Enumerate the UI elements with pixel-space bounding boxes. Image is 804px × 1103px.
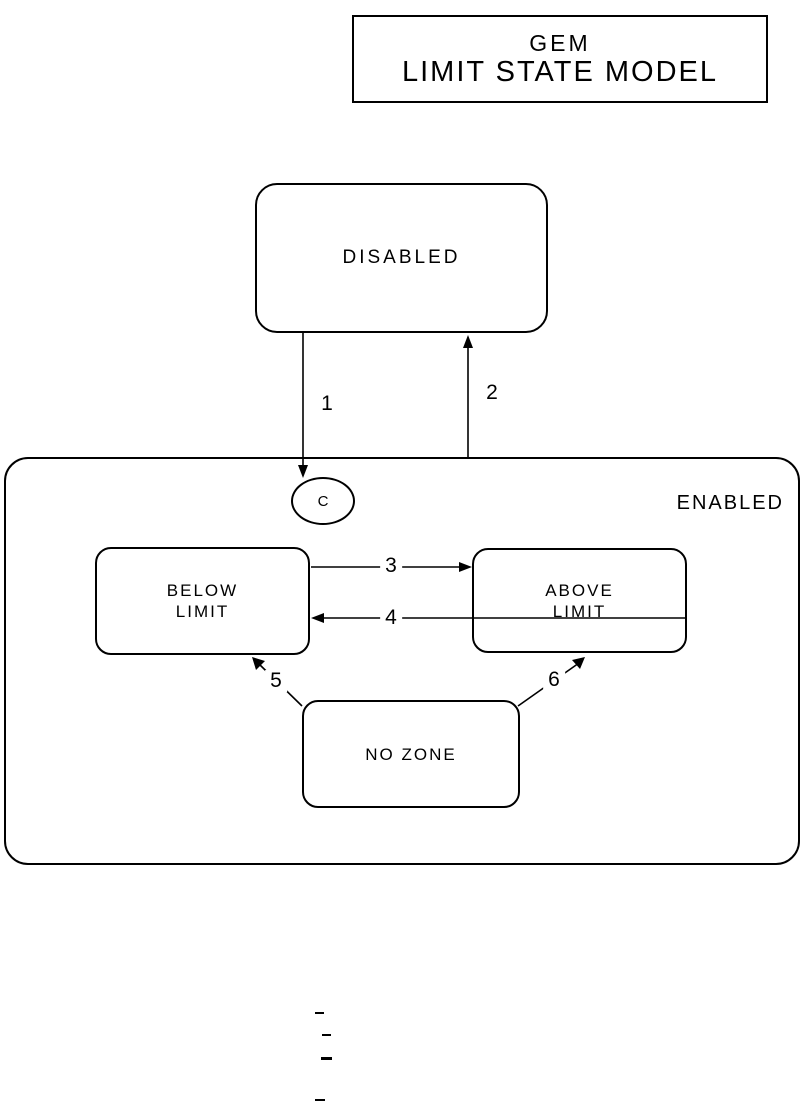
transition-6-label: 6 xyxy=(543,669,565,691)
state-above-limit: ABOVE LIMIT xyxy=(472,548,687,653)
transition-5-label: 5 xyxy=(265,670,287,692)
title-box: GEM LIMIT STATE MODEL xyxy=(352,15,768,103)
transition-4-label: 4 xyxy=(380,607,402,629)
transition-2-arrow xyxy=(463,335,473,458)
bottom-dash-1 xyxy=(315,1012,324,1014)
entry-connector-circle: C xyxy=(291,477,355,525)
state-enabled-label: ENABLED xyxy=(676,492,784,514)
transition-3-label: 3 xyxy=(380,555,402,577)
state-disabled: DISABLED xyxy=(255,183,548,333)
state-no-zone-label: NO ZONE xyxy=(365,744,457,764)
entry-connector-label: C xyxy=(317,492,329,510)
bottom-dash-2 xyxy=(322,1034,331,1036)
state-no-zone: NO ZONE xyxy=(302,700,520,808)
bottom-dash-4 xyxy=(315,1099,325,1101)
state-above-limit-line2: LIMIT xyxy=(552,601,607,621)
state-disabled-label: DISABLED xyxy=(342,247,461,268)
state-below-limit: BELOW LIMIT xyxy=(95,547,310,655)
state-above-limit-line1: ABOVE xyxy=(545,580,614,600)
title-line-2: LIMIT STATE MODEL xyxy=(402,56,718,88)
state-below-limit-line2: LIMIT xyxy=(175,602,230,621)
state-below-limit-line1: BELOW xyxy=(166,581,239,600)
title-line-1: GEM xyxy=(529,30,591,56)
bottom-dash-3 xyxy=(321,1057,332,1060)
transition-1-label: 1 xyxy=(316,393,338,415)
transition-2-label: 2 xyxy=(481,382,503,404)
